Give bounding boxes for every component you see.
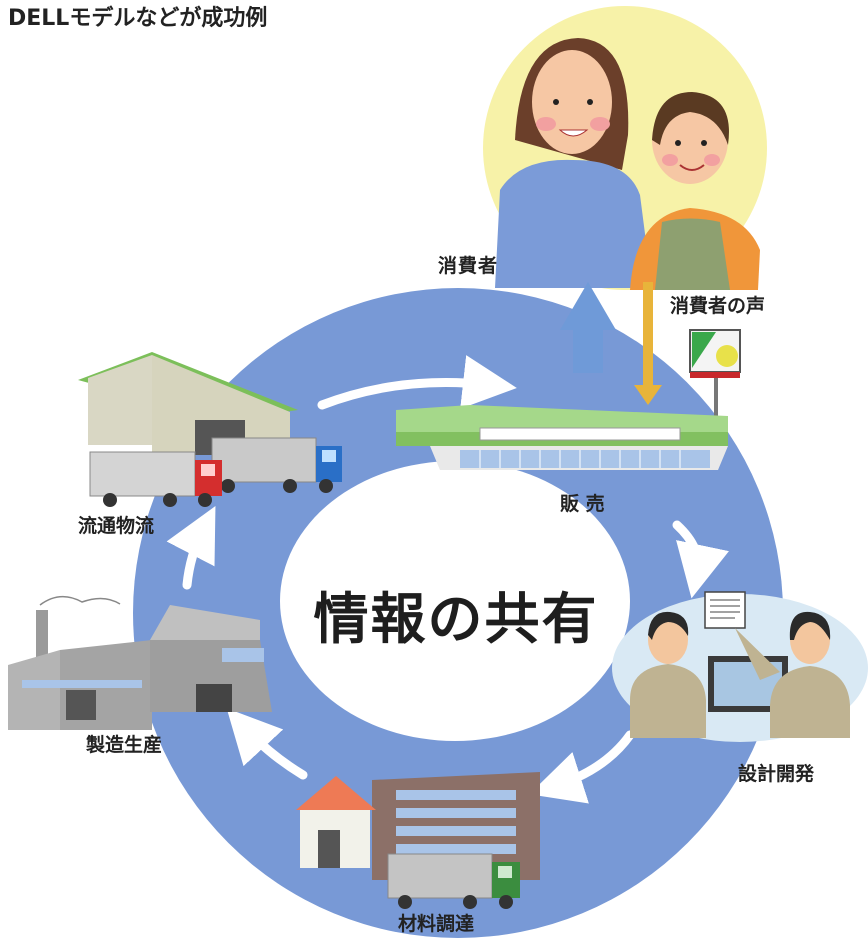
consumer-node [483,6,767,290]
engineers-icon [630,591,850,738]
arrow-sales-to-design [672,520,729,599]
truck-icon [387,853,520,909]
center-title: 情報の共有 [313,587,599,651]
logistics-label: 流通物流 [78,514,154,537]
arrow-manufacturing-to-logistics [166,506,216,590]
arrow-to-consumer [560,282,616,373]
page-title: DELLモデルなどが成功例 [8,6,268,31]
procurement-label: 材料調達 [398,912,474,935]
design-node [612,591,868,742]
arrow-design-to-procurement [529,730,635,804]
office-building-icon [296,772,540,880]
people-icon [495,38,760,290]
arrow-procurement-to-manufacturing [226,708,308,780]
consumer-label: 消費者 [438,254,498,277]
manufacturing-label: 製造生産 [85,733,162,756]
center-circle [280,461,630,741]
arrow-logistics-to-sales [317,355,517,410]
truck-icon [89,437,342,507]
factory-icon [8,596,272,730]
voice-arrow [634,282,662,405]
store-icon [396,405,728,470]
voice-label: 消費者の声 [670,294,765,317]
flow-arrows [166,355,729,804]
design-label: 設計開発 [738,762,815,785]
sales-label: 販 売 [560,492,605,515]
